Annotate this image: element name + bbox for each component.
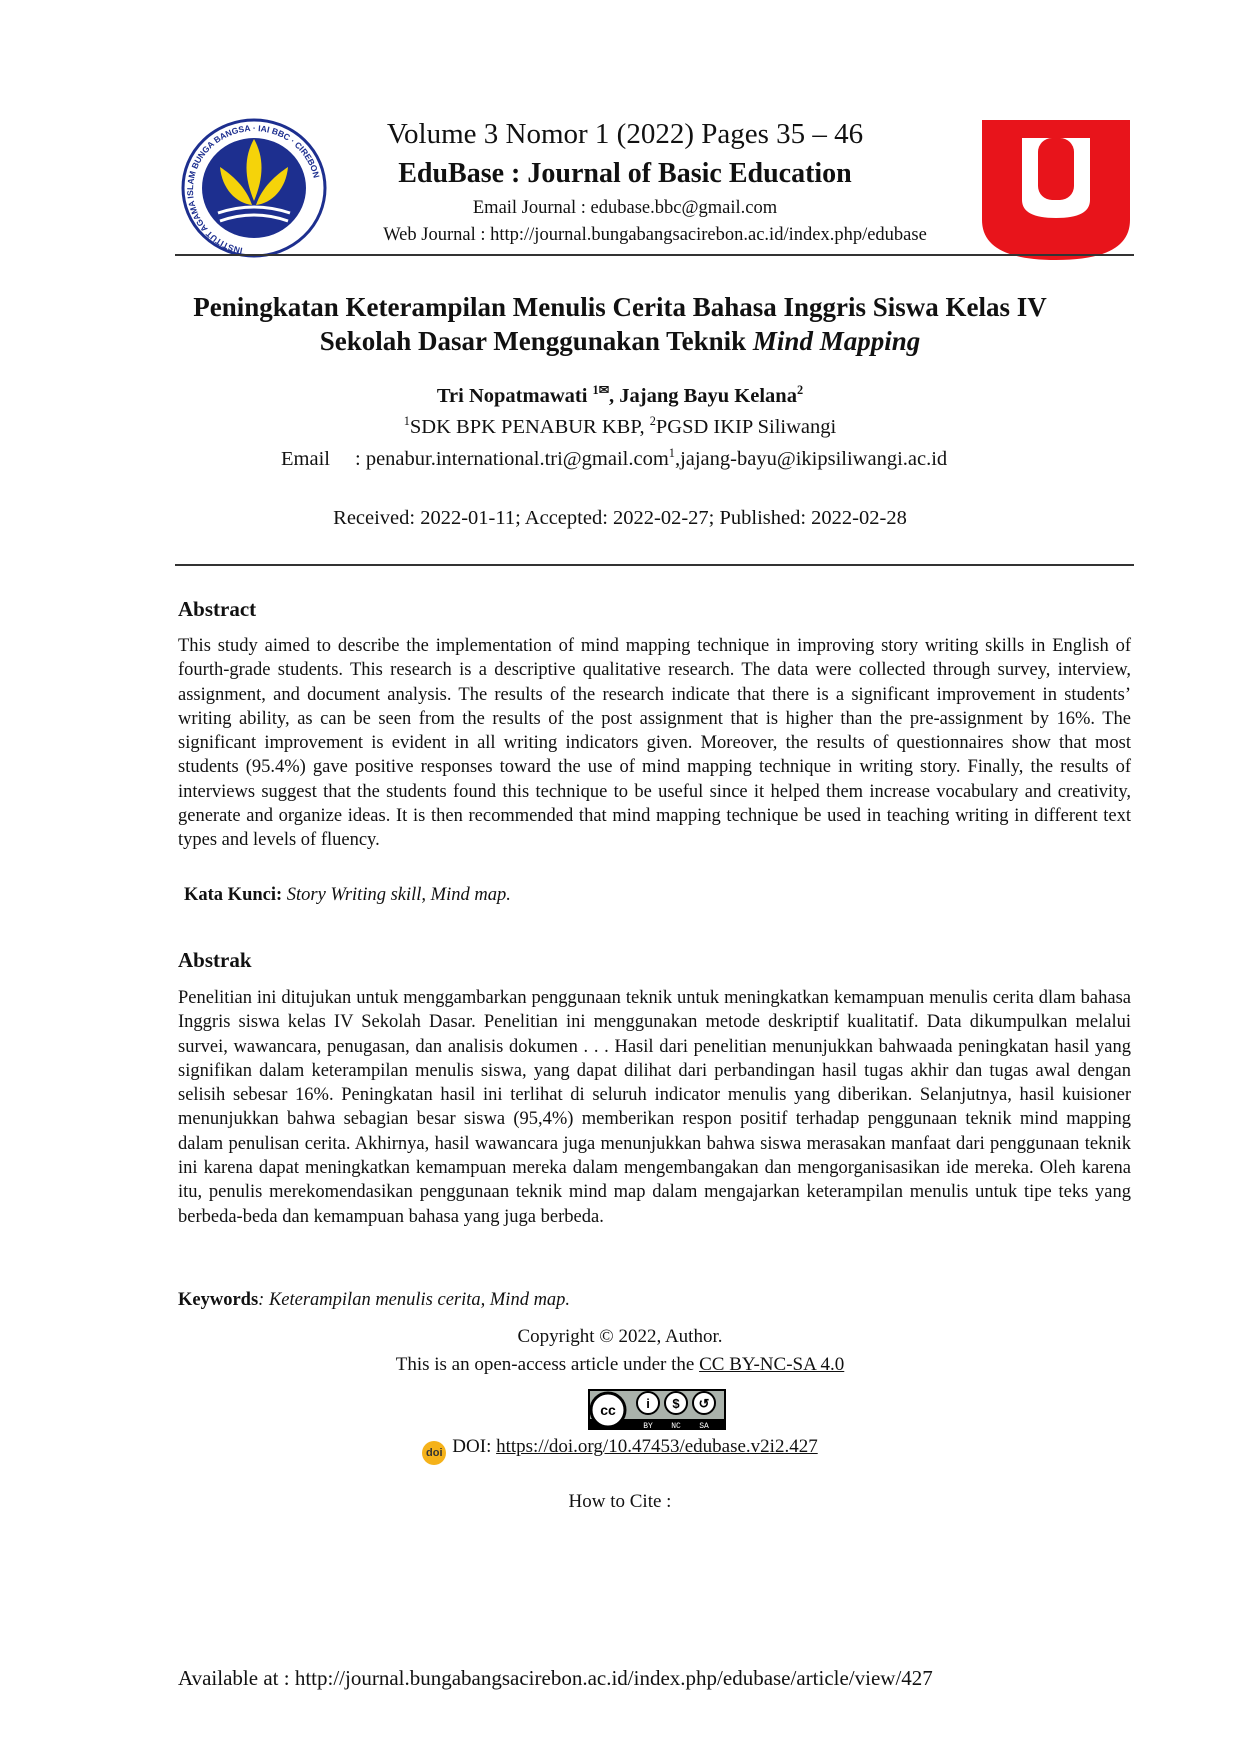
doi-link[interactable]: https://doi.org/10.47453/edubase.v2i2.42…	[496, 1436, 818, 1457]
title-line-2-italic: Mind Mapping	[752, 326, 921, 356]
affiliations: 1SDK BPK PENABUR KBP, 2PGSD IKIP Siliwan…	[0, 414, 1240, 439]
cc-license-badge[interactable]: cc i $ ↺ BY NC SA	[588, 1389, 726, 1431]
keywords-value: Story Writing skill, Mind map.	[282, 885, 511, 905]
abstract-body: This study aimed to describe the impleme…	[178, 636, 1131, 851]
u-logo	[982, 120, 1130, 260]
badge-nc: NC	[671, 1422, 681, 1430]
volume-line: Volume 3 Nomor 1 (2022) Pages 35 – 46	[386, 118, 864, 150]
journal-name: EduBase : Journal of Basic Education	[398, 158, 852, 189]
open-access-text: This is an open-access article under the	[395, 1354, 700, 1375]
how-to-cite: How to Cite :	[568, 1491, 672, 1512]
affil-1-sup: 1	[403, 414, 410, 429]
email-1: : penabur.international.tri@gmail.com	[355, 448, 669, 470]
svg-text:$: $	[672, 1396, 680, 1411]
journal-web: Web Journal : http://journal.bungabangsa…	[383, 225, 927, 245]
title-line-2: Sekolah Dasar Menggunakan Teknik Mind Ma…	[0, 324, 1240, 358]
abstract-heading: Abstract	[178, 597, 257, 621]
author-emails: Email : penabur.international.tri@gmail.c…	[281, 446, 948, 471]
institute-logo: INSTITUT AGAMA ISLAM BUNGA BANGSA · IAI …	[180, 117, 328, 259]
open-access-line: This is an open-access article under the…	[0, 1354, 1240, 1376]
affil-1: SDK BPK PENABUR KBP,	[409, 416, 650, 438]
authors: Tri Nopatmawati 1✉, Jajang Bayu Kelana2	[0, 383, 1240, 408]
copyright: Copyright © 2022, Author.	[517, 1326, 723, 1347]
keywords-value: : Keterampilan menulis cerita, Mind map.	[258, 1290, 571, 1310]
keywords-label: Keywords	[178, 1290, 259, 1310]
article-dates: Received: 2022-01-11; Accepted: 2022-02-…	[333, 507, 907, 529]
abstract-keywords: Kata Kunci: Story Writing skill, Mind ma…	[184, 885, 511, 906]
abstrak-body: Penelitian ini ditujukan untuk menggamba…	[178, 988, 1131, 1227]
badge-sa: SA	[699, 1422, 709, 1430]
article-title: Peningkatan Keterampilan Menulis Cerita …	[0, 290, 1240, 358]
available-at: Available at : http://journal.bungabangs…	[178, 1666, 933, 1690]
email-2: ,jajang-bayu@ikipsiliwangi.ac.id	[674, 448, 948, 470]
abstrak-keywords: Keywords: Keterampilan menulis cerita, M…	[178, 1290, 570, 1311]
email-label: Email	[281, 448, 330, 470]
header-divider	[175, 254, 1134, 256]
author-1-sup: 1	[592, 383, 599, 398]
author-2: , Jajang Bayu Kelana	[609, 385, 797, 407]
abstrak-heading: Abstrak	[178, 948, 252, 972]
author-1: Tri Nopatmawati	[436, 385, 593, 407]
license-link[interactable]: CC BY-NC-SA 4.0	[699, 1354, 845, 1375]
mail-icon: ✉	[598, 383, 609, 398]
author-2-sup: 2	[796, 383, 804, 398]
cc-icon: cc	[600, 1402, 616, 1418]
doi-label: DOI:	[452, 1436, 497, 1457]
badge-by: BY	[643, 1422, 653, 1430]
title-line-1: Peningkatan Keterampilan Menulis Cerita …	[193, 292, 1047, 322]
title-line-2-text: Sekolah Dasar Menggunakan Teknik	[319, 326, 753, 356]
title-divider	[175, 564, 1134, 566]
email-1-sup: 1	[668, 446, 675, 461]
journal-email: Email Journal : edubase.bbc@gmail.com	[472, 198, 778, 218]
svg-text:↺: ↺	[699, 1396, 710, 1411]
doi-icon: doi	[422, 1441, 447, 1465]
affil-2-sup: 2	[649, 414, 656, 429]
affil-2: PGSD IKIP Siliwangi	[655, 416, 837, 438]
keywords-label: Kata Kunci:	[184, 885, 283, 905]
svg-text:i: i	[646, 1396, 650, 1411]
